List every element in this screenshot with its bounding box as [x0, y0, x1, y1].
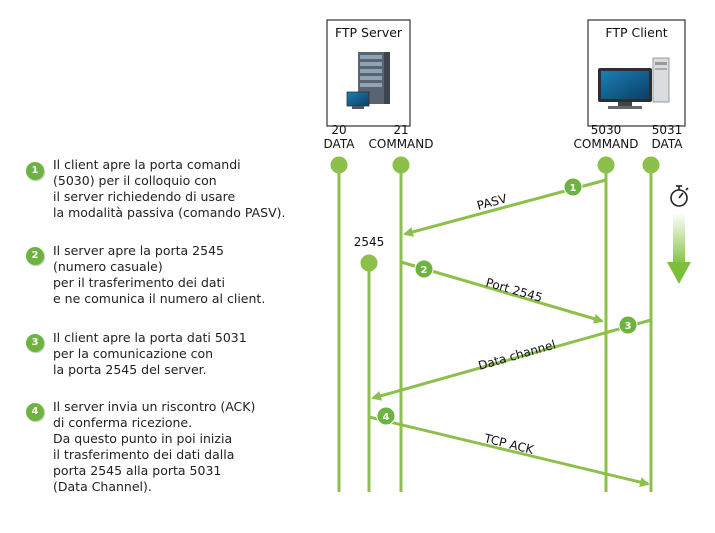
- stopwatch-icon: [670, 185, 689, 207]
- ftp-server-node: FTP Server: [326, 19, 411, 127]
- message-badge-3: [618, 315, 638, 335]
- lifelines: [330, 156, 660, 492]
- step-text-2: Il server apre la porta 2545 (numero cas…: [53, 243, 266, 306]
- message-label-tcp-ack: TCP ACK: [482, 431, 536, 457]
- port-20-number: 20: [331, 123, 346, 137]
- message-badge-1-num: 1: [570, 183, 577, 194]
- port-21-name: COMMAND: [369, 137, 434, 151]
- step-badge-1: 1: [26, 162, 44, 180]
- step-text-4: Il server invia un riscontro (ACK) di co…: [53, 399, 256, 494]
- message-label-data-channel: Data channel: [477, 337, 558, 372]
- computer-icon: [598, 57, 670, 109]
- lifeline-dot-port-5030: [597, 156, 615, 174]
- server-rack-icon: [346, 52, 390, 109]
- port-5031-name: DATA: [652, 137, 684, 151]
- message-badge-3-num: 3: [625, 321, 632, 332]
- messages: PASV 1 Port 2545 2 Data channel 3 TCP AC…: [368, 177, 652, 487]
- message-label-port: Port 2545: [484, 275, 544, 304]
- port-5031-number: 5031: [652, 123, 683, 137]
- client-title: FTP Client: [605, 25, 667, 40]
- ftp-client-node: FTP Client: [587, 19, 686, 127]
- time-direction-arrow: [667, 213, 691, 284]
- port-labels: 20 DATA 21 COMMAND 5030 COMMAND 5031 DAT…: [324, 123, 684, 249]
- step-text-1: Il client apre la porta comandi (5030) p…: [53, 157, 286, 220]
- message-badge-2-num: 2: [421, 265, 428, 276]
- message-badge-4-num: 4: [383, 412, 390, 423]
- port-5030-number: 5030: [591, 123, 622, 137]
- step-badge-2: 2: [26, 247, 44, 265]
- message-badge-1: [563, 177, 583, 197]
- step-badge-3: 3: [26, 334, 44, 352]
- server-title: FTP Server: [335, 25, 403, 40]
- step-badge-4: 4: [26, 403, 44, 421]
- port-5030-name: COMMAND: [574, 137, 639, 151]
- message-badge-2: [414, 259, 434, 279]
- message-badge-4: [376, 406, 396, 426]
- message-arrow-tcp-ack: [368, 415, 650, 487]
- lifeline-dot-port-20: [330, 156, 348, 174]
- lifeline-dot-port-5031: [642, 156, 660, 174]
- lifeline-dot-port-21: [392, 156, 410, 174]
- port-20-name: DATA: [324, 137, 356, 151]
- message-arrow-port: [400, 260, 604, 324]
- port-21-number: 21: [393, 123, 408, 137]
- port-2545-label: 2545: [354, 235, 385, 249]
- message-arrow-data-channel: [371, 318, 652, 401]
- step-text-3: Il client apre la porta dati 5031 per la…: [53, 330, 247, 377]
- lifeline-dot-port-2545: [360, 254, 378, 272]
